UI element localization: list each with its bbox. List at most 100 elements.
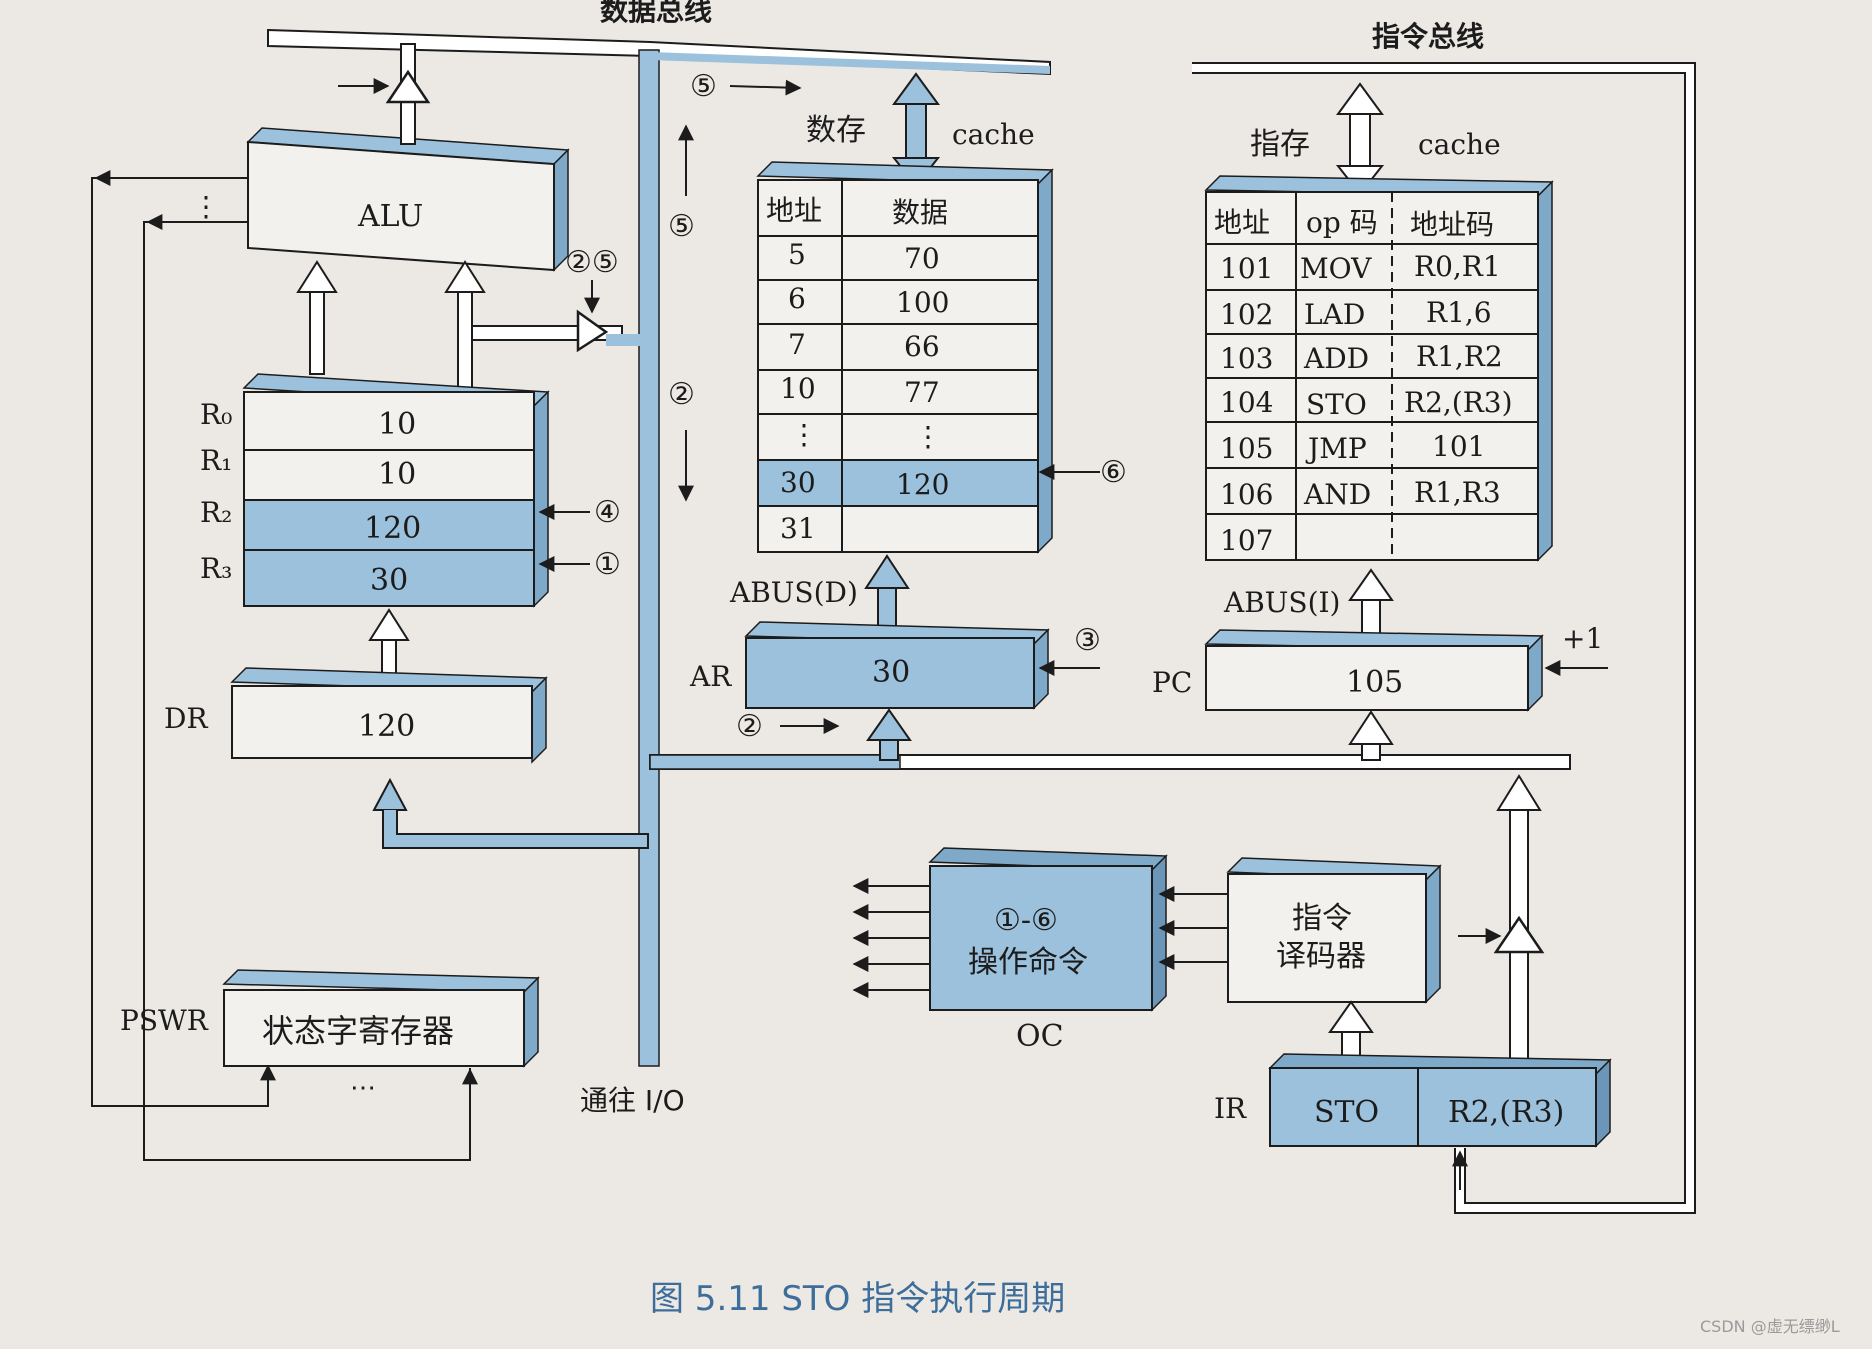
table-cell: 103	[1220, 342, 1273, 375]
pc-inc-label: +1	[1562, 622, 1603, 655]
figure-caption: 图 5.11 STO 指令执行周期	[650, 1279, 1065, 1319]
decoder-block: 指令 译码器	[1226, 857, 1442, 1004]
reg-r1-value: 10	[378, 457, 416, 492]
step-2-bottom-label: ②	[736, 709, 763, 744]
step-25-label: ②⑤	[565, 245, 619, 280]
step-2-mid-label: ②	[668, 377, 695, 412]
instr-col-addrcode: 地址码	[1410, 208, 1494, 241]
table-cell: 31	[780, 512, 816, 545]
table-cell: 101	[1220, 252, 1273, 285]
pc-register: PC 105	[1152, 629, 1544, 712]
bus-to-pc-arrow	[1348, 710, 1394, 761]
table-cell: R1,R3	[1414, 476, 1501, 509]
pswr-dots: ⋯	[350, 1073, 376, 1103]
table-cell: 5	[788, 238, 806, 271]
instr-col-op: op 码	[1306, 206, 1378, 239]
bus-to-dr	[372, 777, 649, 849]
reg-r0-name: R₀	[200, 398, 232, 431]
ir-label: IR	[1214, 1092, 1247, 1125]
alu-bus-arrow	[338, 43, 431, 145]
table-cell: 7	[788, 328, 806, 361]
ar-register: AR 30	[689, 621, 1050, 710]
table-cell: 107	[1220, 524, 1273, 557]
oc-output-arrows	[852, 878, 930, 998]
step-5-top-label: ⑤	[690, 69, 717, 104]
reg-r3-value: 30	[370, 563, 408, 598]
ir-register: IR STO R2,(R3)	[1214, 1053, 1612, 1148]
step-1-label: ①	[594, 547, 621, 582]
register-file: R₀ R₁ R₂ R₃ 10 10 120 30	[200, 373, 550, 608]
ir-to-bus-arrow	[1458, 774, 1545, 1069]
table-cell: 102	[1220, 298, 1273, 331]
dr-to-reg-arrow	[368, 608, 410, 681]
oc-text: 操作命令	[968, 945, 1088, 980]
data-memory: 数存 cache 地址 数据 5 70 6 100 7 66 10 77 ⋮ ⋮…	[756, 72, 1054, 554]
table-cell: ADD	[1303, 342, 1369, 375]
data-bus	[267, 28, 1571, 1067]
dr-value: 120	[358, 709, 415, 744]
table-cell: 101	[1432, 430, 1485, 463]
table-cell: STO	[1306, 388, 1367, 421]
table-cell: 120	[896, 468, 949, 501]
step-6-label: ⑥	[1100, 455, 1127, 490]
table-cell: R0,R1	[1414, 250, 1501, 283]
reg-to-alu-arrows	[296, 260, 642, 391]
reg-r2-name: R₂	[200, 496, 232, 529]
instr-mem-cache: cache	[1418, 128, 1501, 161]
alu-block: ALU ⋮	[192, 127, 570, 272]
table-cell: 77	[904, 376, 940, 409]
table-cell: 10	[780, 372, 816, 405]
step-3-label: ③	[1074, 623, 1101, 658]
decoder-line2: 译码器	[1276, 939, 1366, 974]
table-cell: 66	[904, 330, 940, 363]
reg-r2-value: 120	[364, 511, 421, 546]
pswr-text: 状态字寄存器	[262, 1012, 454, 1050]
dr-register: DR 120	[164, 667, 548, 764]
reg-r1-name: R₁	[200, 444, 232, 477]
ir-op: STO	[1314, 1095, 1379, 1130]
reg-r0-value: 10	[378, 407, 416, 442]
table-cell: R1,6	[1426, 296, 1492, 329]
instr-mem-title: 指存	[1250, 127, 1310, 162]
data-bus-label: 数据总线	[600, 0, 712, 27]
instr-bus-label: 指令总线	[1372, 20, 1484, 53]
table-cell: R1,R2	[1416, 340, 1503, 373]
oc-label: OC	[1016, 1019, 1064, 1054]
alu-dots: ⋮	[192, 190, 220, 223]
table-cell: R2,(R3)	[1404, 386, 1513, 419]
table-cell: 100	[896, 286, 949, 319]
table-cell: 70	[904, 242, 940, 275]
table-cell: AND	[1303, 478, 1371, 511]
data-mem-col-data: 数据	[892, 196, 948, 229]
data-mem-cache: cache	[952, 118, 1035, 151]
ar-value: 30	[872, 655, 910, 690]
instr-memory: 指存 cache 地址 op 码 地址码 101 MOV R0,R1 102 L…	[1204, 82, 1554, 562]
oc-block: ①-⑥ 操作命令 OC	[928, 847, 1168, 1054]
io-label: 通往 I/O	[580, 1084, 685, 1117]
table-cell: JMP	[1305, 432, 1367, 465]
step-5-mid-label: ⑤	[668, 209, 695, 244]
oc-range: ①-⑥	[994, 903, 1058, 938]
abus-d-label: ABUS(D)	[729, 576, 858, 609]
dr-label: DR	[164, 702, 208, 735]
watermark: CSDN @虚无缥缈L	[1700, 1317, 1840, 1336]
step-4-label: ④	[594, 495, 621, 530]
ar-label: AR	[689, 660, 732, 693]
bus-to-ar-arrow	[866, 708, 912, 761]
instr-col-addr: 地址	[1214, 206, 1270, 239]
decoder-line1: 指令	[1292, 901, 1352, 936]
abus-i-label: ABUS(I)	[1223, 586, 1340, 619]
table-cell: 105	[1220, 432, 1273, 465]
table-cell: ⋮	[790, 418, 818, 451]
pc-label: PC	[1152, 666, 1192, 699]
data-mem-col-addr: 地址	[766, 194, 822, 227]
pc-value: 105	[1346, 665, 1403, 700]
decoder-to-oc-arrows	[1158, 886, 1228, 970]
alu-label: ALU	[357, 199, 423, 234]
table-cell: 104	[1220, 386, 1273, 419]
data-mem-title: 数存	[806, 113, 866, 148]
alu-feedback-lines	[91, 170, 478, 1161]
ir-addr: R2,(R3)	[1448, 1095, 1564, 1130]
